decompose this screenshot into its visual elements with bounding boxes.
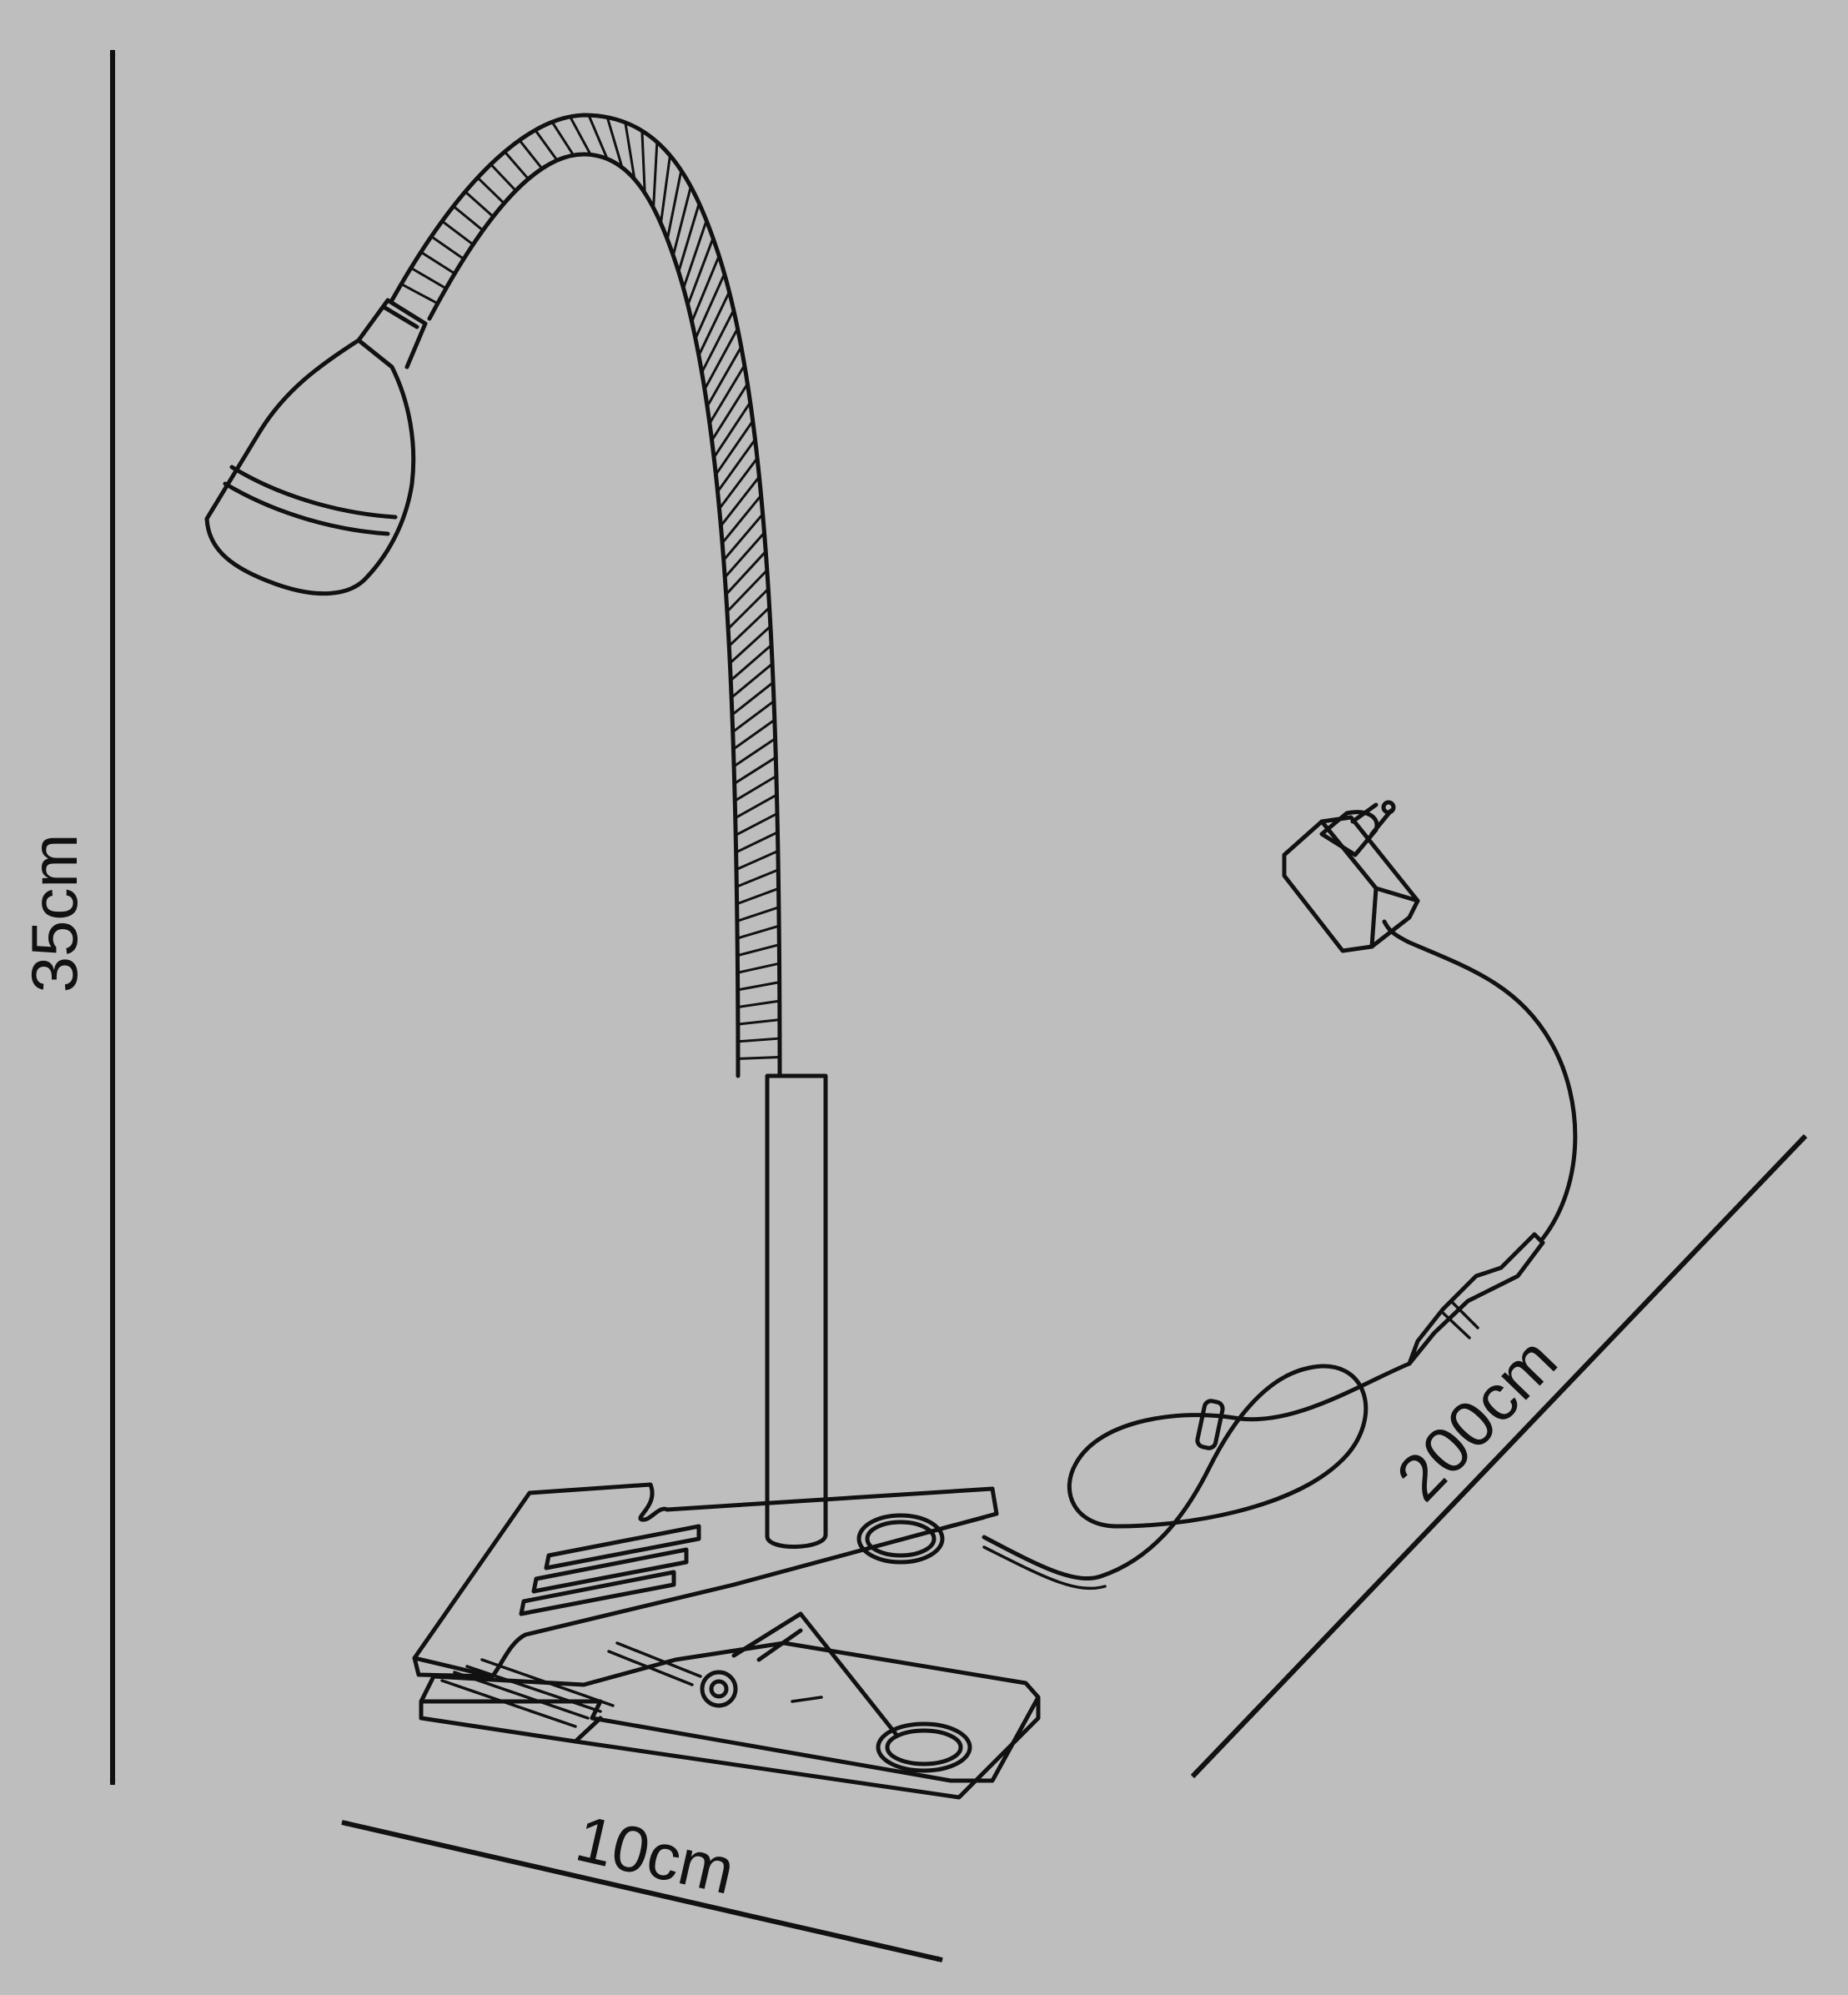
gooseneck-rib	[737, 999, 781, 1008]
gooseneck-rib	[718, 457, 759, 510]
gooseneck-rib	[419, 250, 456, 275]
gooseneck-rib	[701, 309, 736, 374]
height-label: 35cm	[18, 834, 91, 993]
gooseneck-rib	[712, 401, 751, 459]
gooseneck-rib	[694, 273, 726, 339]
gooseneck-rib	[737, 1056, 781, 1060]
gooseneck-rib	[624, 122, 636, 180]
gooseneck-rib	[731, 681, 775, 716]
gooseneck-rib	[410, 266, 447, 290]
gooseneck-rib	[735, 793, 778, 819]
gooseneck-rib	[727, 587, 770, 631]
gooseneck-rib	[659, 155, 671, 224]
gooseneck-rib	[737, 962, 780, 974]
gooseneck-rib	[731, 662, 774, 699]
gooseneck-rib	[640, 130, 646, 193]
gooseneck-ribs	[400, 114, 781, 1060]
gooseneck-rib	[724, 531, 766, 579]
gooseneck-rib	[605, 117, 624, 168]
gooseneck-rib	[518, 139, 544, 170]
gooseneck-rib	[736, 924, 780, 940]
gooseneck-rib	[452, 205, 484, 232]
gooseneck-rib	[652, 142, 659, 209]
gooseneck-rib	[587, 114, 609, 159]
width-dimension: 10cm	[341, 1802, 943, 1962]
width-arrow	[341, 1820, 943, 1962]
gooseneck-rib	[736, 850, 779, 871]
gooseneck-rib	[736, 887, 780, 906]
gooseneck-rib	[736, 831, 779, 854]
lamp-stem	[765, 1073, 828, 1550]
gooseneck-rib	[725, 550, 767, 595]
gooseneck-rib	[490, 163, 517, 192]
gooseneck-rib	[722, 513, 764, 561]
gooseneck-rib	[569, 116, 592, 156]
width-label: 10cm	[570, 1802, 741, 1908]
gooseneck-rib	[686, 238, 715, 306]
gooseneck-rib	[716, 439, 756, 493]
gooseneck-rib	[736, 906, 780, 922]
gooseneck-rib	[726, 569, 768, 613]
cable-dimension: 200cm	[1190, 1133, 1808, 1779]
gooseneck-rib	[734, 775, 777, 802]
gooseneck-rib	[711, 383, 749, 441]
gooseneck-rib	[728, 606, 771, 647]
gooseneck-rib	[732, 718, 776, 751]
gooseneck-rib	[730, 644, 773, 681]
gooseneck-rib	[441, 220, 475, 246]
gooseneck-rib	[504, 150, 530, 180]
gooseneck-rib	[720, 475, 761, 527]
gooseneck-rib	[430, 235, 465, 260]
gooseneck-rib	[729, 625, 771, 665]
power-cable	[982, 919, 1578, 1590]
gooseneck-rib	[731, 700, 775, 733]
cable-label: 200cm	[1383, 1323, 1571, 1515]
gooseneck-rib	[464, 190, 495, 218]
gooseneck-rib	[400, 283, 439, 305]
gooseneck-rib	[733, 756, 777, 785]
gooseneck-rib	[737, 943, 780, 957]
gooseneck-rib	[715, 420, 754, 475]
gooseneck-rib	[665, 170, 683, 240]
gooseneck-rib	[737, 1037, 781, 1043]
height-dimension: 35cm	[18, 49, 116, 1786]
gooseneck-rib	[671, 186, 692, 256]
gooseneck-rib	[550, 121, 575, 156]
gooseneck-rib	[736, 868, 779, 888]
inline-switch	[1195, 1399, 1225, 1450]
gooseneck-rib	[733, 737, 776, 768]
gooseneck-rib	[697, 291, 731, 356]
clamp-base	[412, 1482, 1041, 1800]
gooseneck-rib	[708, 364, 746, 425]
gooseneck-rib	[737, 1018, 781, 1026]
gooseneck-rib	[706, 346, 743, 407]
cable-arrow	[1190, 1133, 1808, 1779]
power-adapter	[1282, 800, 1420, 953]
gooseneck-rib	[476, 176, 505, 204]
gooseneck-arm	[389, 113, 782, 1078]
lamp-head	[204, 298, 428, 596]
gooseneck-rib	[735, 812, 778, 837]
gooseneck-rib	[677, 203, 701, 273]
gooseneck-rib	[534, 129, 559, 162]
gooseneck-rib	[682, 220, 708, 289]
gooseneck-rib	[721, 495, 762, 545]
gooseneck-rib	[703, 328, 739, 390]
gooseneck-rib	[690, 255, 721, 323]
gooseneck-rib	[737, 981, 780, 992]
